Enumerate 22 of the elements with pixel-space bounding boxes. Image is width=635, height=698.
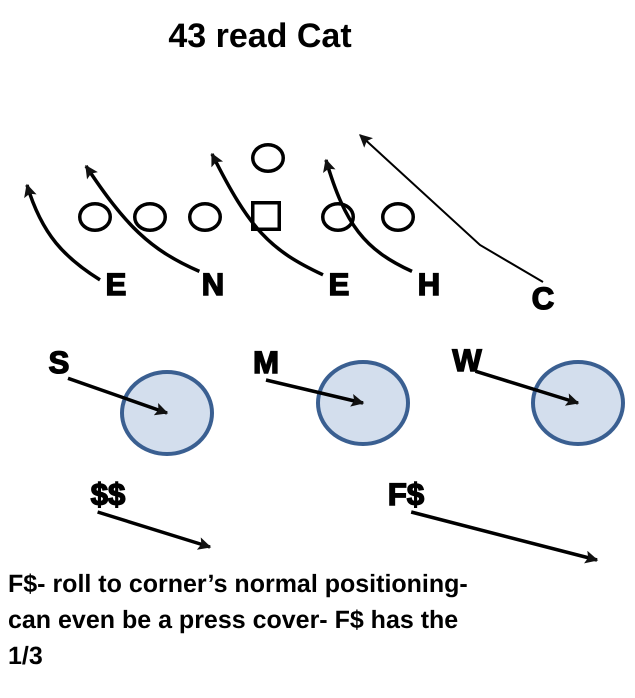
route-arrow: [210, 152, 324, 276]
position-letter: M: [248, 346, 284, 380]
position-letter: $$: [82, 478, 134, 512]
route-arrow: [24, 184, 101, 282]
route-arrow: [323, 158, 413, 273]
diagram-title: 43 read Cat: [167, 16, 353, 57]
position-letter: C: [527, 282, 559, 316]
position-letter: E: [323, 268, 355, 302]
position-letter: W: [446, 344, 488, 378]
route-arrow: [410, 510, 598, 564]
route-arrow: [97, 510, 212, 550]
position-letter: N: [196, 268, 230, 302]
route-arrow: [359, 134, 544, 283]
position-letter: F$: [380, 478, 432, 512]
position-letter: S: [44, 346, 74, 380]
position-letter: H: [412, 268, 446, 302]
route-arrow: [84, 164, 200, 273]
route-arrow: [67, 376, 168, 416]
route-arrow: [266, 378, 364, 407]
position-letter: E: [100, 268, 132, 302]
coaching-note: F$- roll to corner’s normal positioning- can even be a press cover- F$ has the 1/3: [8, 569, 469, 672]
route-arrow: [474, 370, 580, 406]
